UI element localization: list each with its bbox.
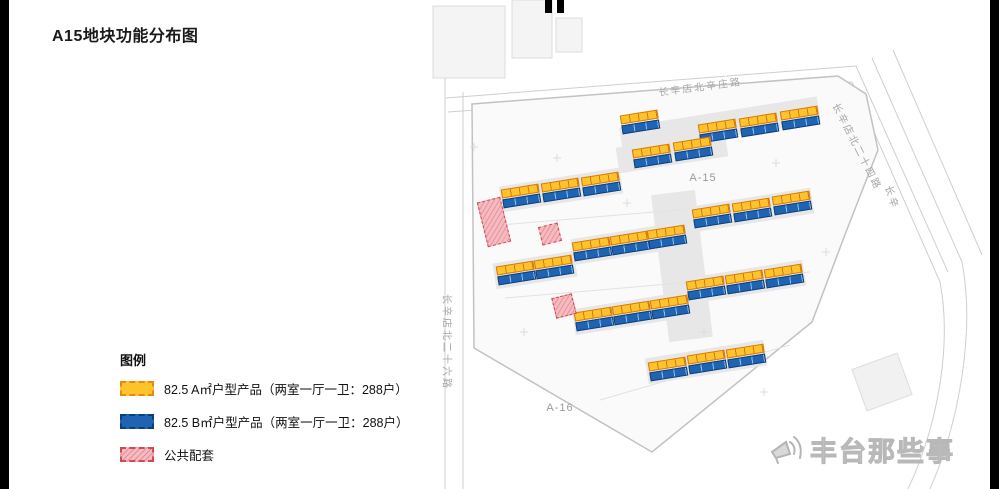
public-facility-block	[551, 293, 577, 319]
building-cluster	[611, 300, 653, 326]
watermark-text: 丰台那些事	[810, 437, 955, 468]
building-cluster	[725, 343, 767, 369]
building-cluster	[495, 260, 537, 286]
public-facility-block	[537, 222, 563, 246]
road-label: 长辛店北二十六路	[440, 294, 452, 390]
building-cluster	[685, 275, 727, 301]
building-cluster	[731, 197, 773, 223]
right-black-bar	[990, 0, 999, 489]
parcel-label: A-15	[689, 172, 717, 184]
watermark: 丰台那些事	[766, 430, 955, 469]
legend-label-public: 公共配套	[164, 449, 215, 463]
building-cluster	[609, 230, 651, 256]
legend-label-typeB: 82.5 B㎡户型产品（两室一厅一卫：288户）	[164, 416, 409, 430]
road-label: 长辛店北辛庄路	[657, 77, 743, 99]
building-cluster	[779, 105, 821, 131]
road-label: 长辛店北二十四路	[829, 101, 883, 193]
top-mark-1	[545, 0, 552, 13]
building-cluster	[647, 356, 689, 382]
building-cluster	[571, 236, 613, 262]
megaphone-icon	[766, 430, 804, 469]
building-cluster	[691, 203, 733, 229]
legend-item-public: 公共配套	[120, 445, 409, 464]
building-cluster	[573, 306, 615, 332]
building-cluster	[763, 263, 805, 289]
legend-title: 图例	[120, 353, 147, 368]
building-cluster	[686, 349, 728, 375]
legend-item-typeA: 82.5 A㎡户型产品（两室一厅一卫：288户）	[120, 379, 409, 398]
building-cluster	[533, 254, 575, 280]
building-cluster	[631, 143, 673, 169]
building-cluster	[619, 109, 661, 135]
building-cluster	[672, 136, 714, 162]
building-cluster	[738, 112, 780, 138]
typeB-swatch	[120, 414, 154, 429]
parcel-label: A-16	[546, 402, 574, 414]
top-mark-2	[557, 0, 564, 13]
building-cluster	[646, 224, 688, 250]
building-cluster	[724, 269, 766, 295]
public-swatch	[120, 447, 154, 462]
page-title: A15地块功能分布图	[52, 28, 199, 45]
building-cluster	[580, 171, 622, 197]
building-cluster	[649, 294, 691, 320]
road-label: 长辛	[882, 184, 901, 211]
building-cluster	[500, 183, 542, 209]
legend-label-typeA: 82.5 A㎡户型产品（两室一厅一卫：288户）	[164, 383, 408, 397]
legend-item-typeB: 82.5 B㎡户型产品（两室一厅一卫：288户）	[120, 412, 409, 431]
legend: 图例 82.5 A㎡户型产品（两室一厅一卫：288户） 82.5 B㎡户型产品（…	[120, 350, 409, 478]
building-cluster	[771, 190, 813, 216]
left-black-bar	[0, 0, 9, 489]
typeA-swatch	[120, 381, 154, 396]
building-cluster	[540, 177, 582, 203]
